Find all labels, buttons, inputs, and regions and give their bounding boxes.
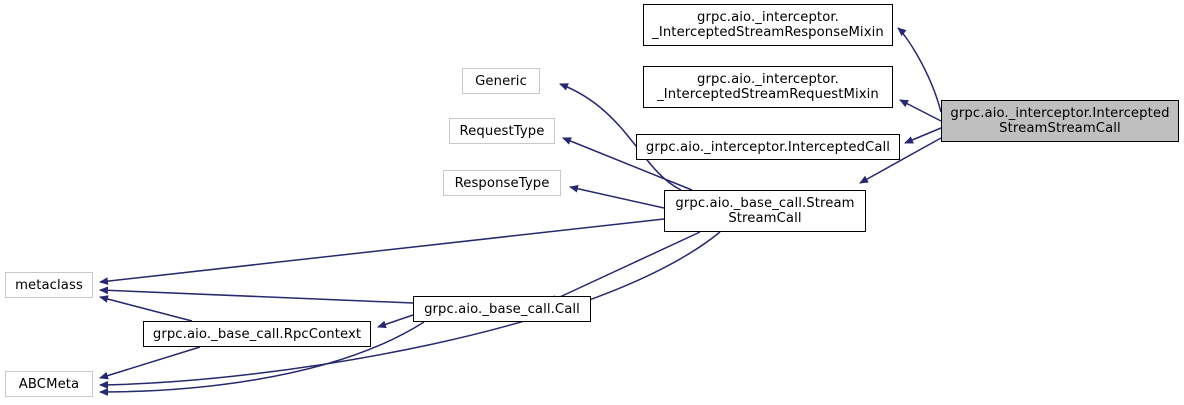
class-node-base_call_call[interactable]: grpc.aio._base_call.Call <box>413 296 591 322</box>
class-node-base_call_rpc_context[interactable]: grpc.aio._base_call.RpcContext <box>143 321 371 347</box>
class-node-generic[interactable]: Generic <box>462 68 540 94</box>
inheritance-edge-base_call_rpc_context-to-metaclass <box>99 295 193 322</box>
class-node-intercepted_stream_request_mixin[interactable]: grpc.aio._interceptor. _InterceptedStrea… <box>643 66 893 108</box>
inheritance-edge-base_call_stream_stream_call-to-abcmeta <box>99 231 721 389</box>
inheritance-edge-base_call_call-to-base_call_rpc_context <box>377 314 414 329</box>
class-node-response_type[interactable]: ResponseType <box>443 170 561 196</box>
inheritance-edge-base_call_stream_stream_call-to-metaclass <box>99 218 665 285</box>
inheritance-edge-base_call_stream_stream_call-to-base_call_call <box>548 231 701 303</box>
inheritance-edge-base_call_rpc_context-to-abcmeta <box>99 346 201 380</box>
inheritance-edge-intercepted_stream_stream_call-to-intercepted_stream_response_mixin <box>897 27 942 113</box>
class-node-intercepted_stream_response_mixin[interactable]: grpc.aio._interceptor. _InterceptedStrea… <box>643 4 893 46</box>
class-node-metaclass[interactable]: metaclass <box>5 272 93 298</box>
class-node-abcmeta[interactable]: ABCMeta <box>5 371 93 397</box>
inheritance-edge-intercepted_stream_stream_call-to-intercepted_stream_request_mixin <box>899 99 942 122</box>
inheritance-edge-intercepted_stream_stream_call-to-intercepted_call <box>904 127 942 144</box>
class-node-intercepted_call[interactable]: grpc.aio._interceptor.InterceptedCall <box>636 134 900 160</box>
inheritance-edge-base_call_call-to-metaclass <box>99 286 414 304</box>
inheritance-edge-base_call_stream_stream_call-to-response_type <box>569 184 665 209</box>
class-node-intercepted_stream_stream_call[interactable]: grpc.aio._interceptor.Intercepted Stream… <box>941 100 1179 142</box>
class-node-base_call_stream_stream_call[interactable]: grpc.aio._base_call.Stream StreamCall <box>664 190 866 232</box>
class-node-request_type[interactable]: RequestType <box>449 118 555 144</box>
